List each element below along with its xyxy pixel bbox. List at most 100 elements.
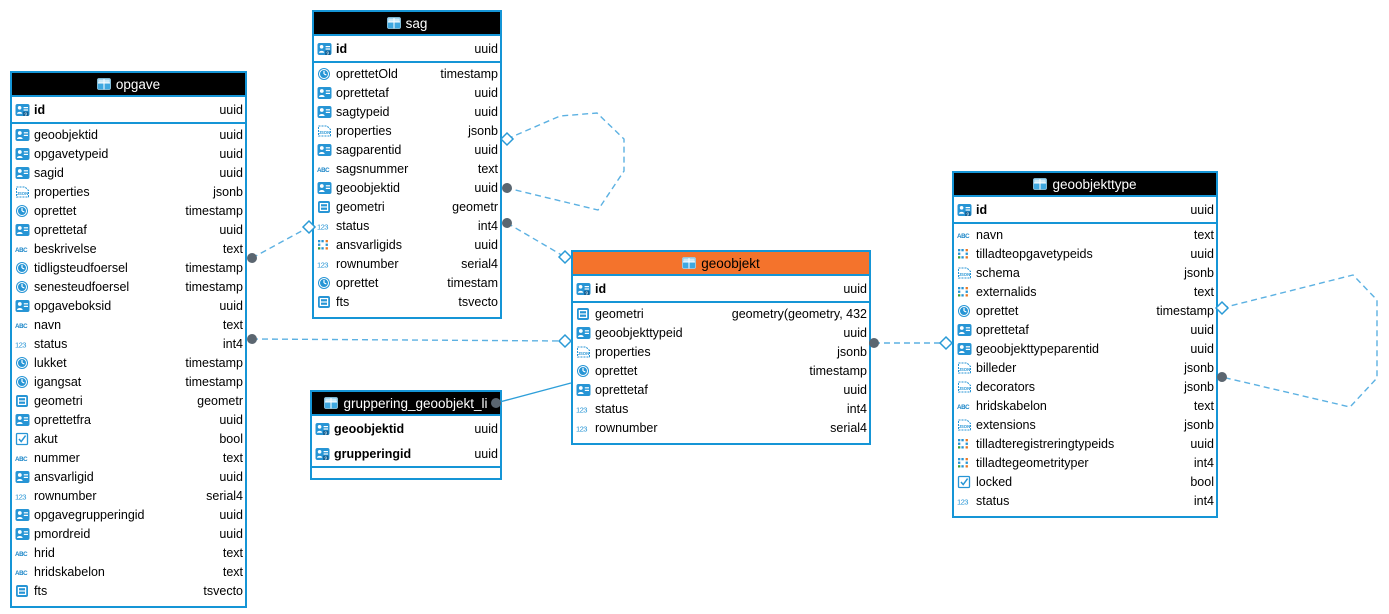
table-header-geoobjekttype[interactable]: geoobjekttype — [954, 173, 1216, 197]
relation-gruppering-to-geoobjekt[interactable] — [495, 382, 572, 404]
uuid-column-icon — [15, 223, 31, 237]
clock-icon — [317, 67, 333, 81]
table-header-sag[interactable]: sag — [314, 12, 500, 36]
pk-column-icon: 9 — [15, 103, 31, 117]
column-type: uuid — [474, 85, 498, 100]
column-type: timestamp — [185, 260, 243, 275]
table-header-geoobjekt[interactable]: geoobjekt — [573, 252, 869, 276]
uuid-column-icon — [15, 527, 31, 541]
table-header-gruppering-geoobjekt[interactable]: gruppering_geoobjekt_li — [312, 392, 500, 416]
svg-text:9: 9 — [325, 430, 328, 435]
relation-geoobjekttype-self-reference[interactable] — [1221, 274, 1378, 408]
relation-opgave-to-sag[interactable] — [251, 226, 310, 259]
abc-text-icon: ABC — [15, 242, 31, 256]
table-title: sag — [405, 15, 428, 31]
svg-text:123: 123 — [15, 492, 26, 501]
column-name: status — [34, 336, 68, 351]
column-type: serial4 — [461, 256, 498, 271]
column-name: rownumber — [595, 420, 658, 435]
column-name: tilladteregistreringtypeids — [976, 436, 1115, 451]
column-name: oprettetaf — [595, 382, 648, 397]
uuid-column-icon — [957, 342, 973, 356]
relation-sag-self-reference[interactable] — [506, 112, 625, 211]
column-type: jsonb — [213, 184, 243, 199]
relation-opgave-to-geoobjekt[interactable] — [251, 338, 566, 342]
relation-sag-to-geoobjekt[interactable] — [506, 222, 566, 258]
table-header-opgave[interactable]: opgave — [12, 73, 245, 97]
